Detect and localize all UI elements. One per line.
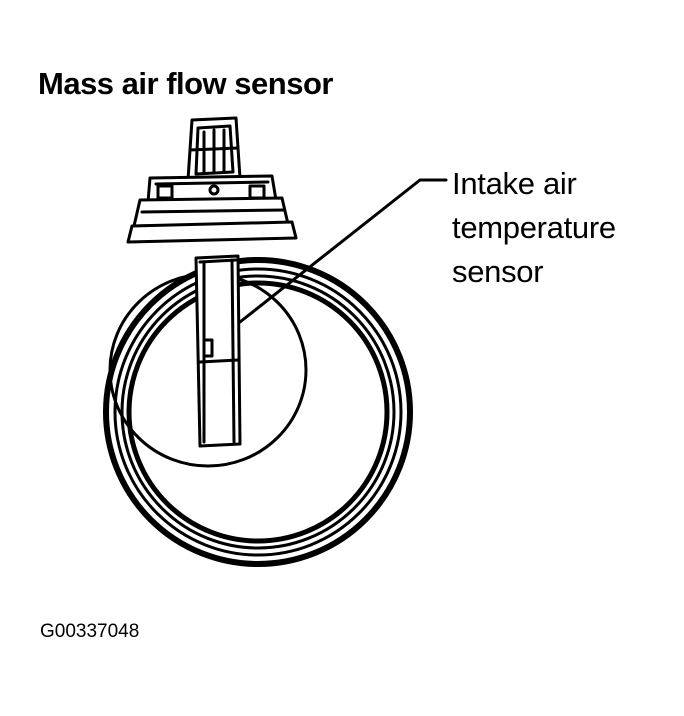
callout-leader-line	[238, 178, 448, 324]
callout-label-line-1: Intake air	[452, 166, 577, 201]
connector-plug	[126, 116, 298, 244]
figure-id: G00337048	[40, 621, 140, 642]
housing-rings	[103, 257, 413, 567]
callout-label: Intake air temperature sensor	[452, 162, 616, 294]
sensor-probe	[194, 254, 242, 448]
callout-label-line-2: temperature	[452, 210, 616, 245]
callout-label-line-3: sensor	[452, 254, 544, 289]
diagram-title: Mass air flow sensor	[38, 66, 333, 101]
